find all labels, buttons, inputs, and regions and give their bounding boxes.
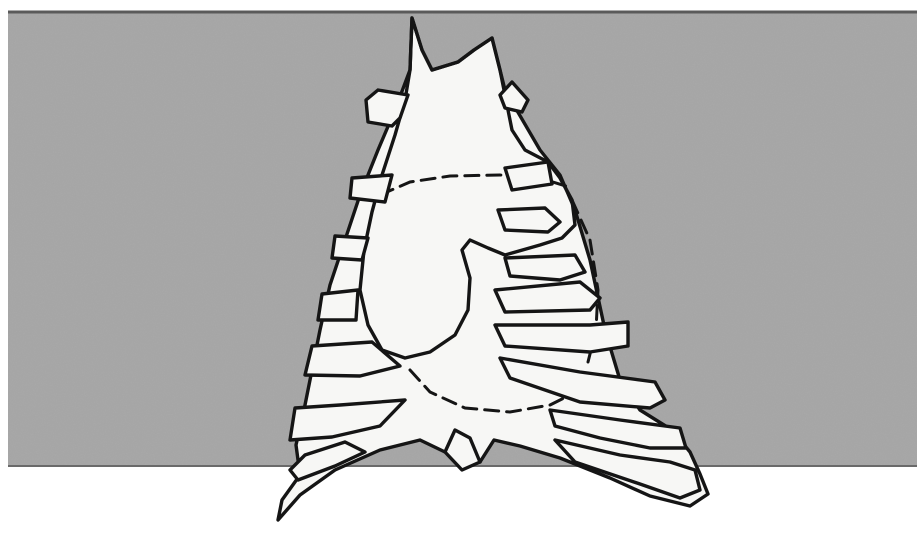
right-rib-3 bbox=[498, 208, 560, 232]
right-rib-4 bbox=[505, 255, 585, 280]
right-rib-6 bbox=[495, 322, 628, 352]
left-rib-3 bbox=[332, 236, 368, 260]
left-rib-2 bbox=[350, 175, 392, 202]
left-rib-4 bbox=[318, 290, 358, 320]
right-rib-2 bbox=[505, 162, 552, 190]
